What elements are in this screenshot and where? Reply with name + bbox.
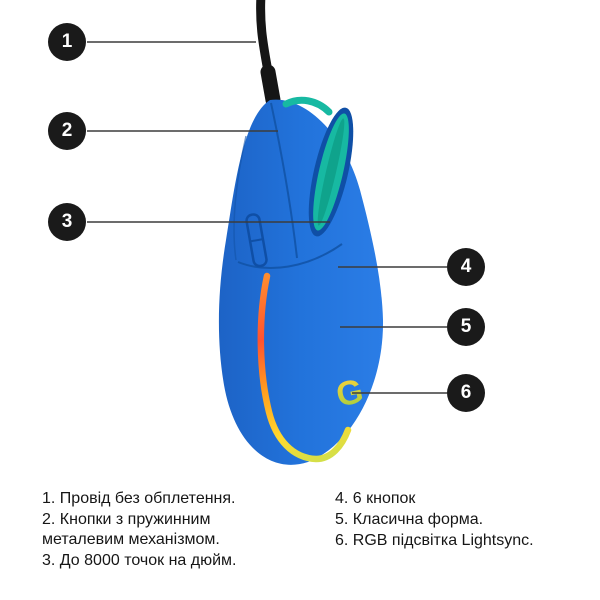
legend-item-4: 4. 6 кнопок bbox=[335, 490, 416, 507]
scroll-wheel-ridge bbox=[317, 118, 345, 226]
callout-badge-4: 4 bbox=[447, 248, 485, 286]
side-buttons bbox=[245, 213, 268, 268]
legend-item-6: 6. RGB підсвітка Lightsync. bbox=[335, 532, 534, 549]
legend-right-column: 4. 6 кнопок 5. Класична форма. 6. RGB пі… bbox=[335, 489, 580, 552]
cable-strain-relief bbox=[260, 64, 281, 108]
rgb-light-strip bbox=[257, 272, 352, 463]
legend-item-5: 5. Класична форма. bbox=[335, 511, 484, 528]
button-center-seam bbox=[270, 102, 298, 259]
legend-item-2: 2. Кнопки з пружинним металевим механізм… bbox=[42, 511, 220, 548]
callout-badge-6: 6 bbox=[447, 374, 485, 412]
callout-badge-5: 5 bbox=[447, 308, 485, 346]
button-front-seam bbox=[237, 243, 343, 269]
callout-badge-3: 3 bbox=[48, 203, 86, 241]
scroll-wheel bbox=[308, 107, 354, 237]
legend-item-1: 1. Провід без обплетення. bbox=[42, 490, 236, 507]
legend-item-3: 3. До 8000 точок на дюйм. bbox=[42, 552, 237, 569]
legend-left-column: 1. Провід без обплетення. 2. Кнопки з пр… bbox=[42, 489, 294, 572]
wheel-top-accent bbox=[282, 96, 333, 116]
callout-badge-2: 2 bbox=[48, 112, 86, 150]
callout-badge-1: 1 bbox=[48, 23, 86, 61]
side-button-split bbox=[249, 238, 264, 243]
left-button-seam bbox=[233, 135, 247, 261]
